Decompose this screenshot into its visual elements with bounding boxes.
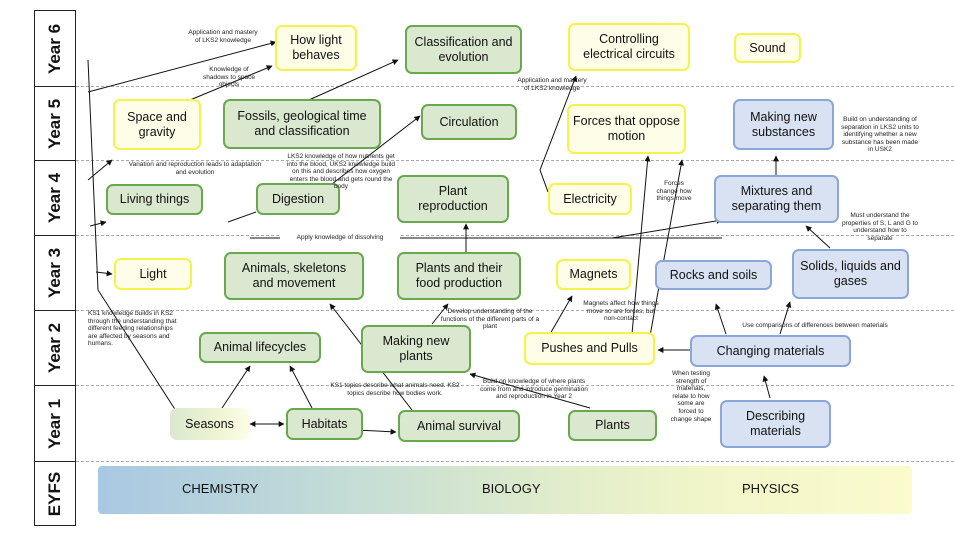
topic-animal-lifecycles: Animal lifecycles — [199, 332, 321, 363]
note-dissolving: Apply knowledge of dissolving — [280, 234, 400, 242]
note-variation: Variation and reproduction leads to adap… — [128, 161, 262, 176]
topic-sound: Sound — [734, 33, 801, 63]
arrow — [779, 301, 792, 335]
topic-space-gravity: Space and gravity — [113, 99, 201, 150]
eyfs-banner: CHEMISTRY BIOLOGY PHYSICS — [98, 466, 912, 514]
year-3-label: Year 3 — [35, 236, 75, 311]
banner-physics: PHYSICS — [742, 481, 800, 496]
topic-solids-liquids: Solids, liquids and gases — [792, 249, 909, 299]
arrow — [469, 372, 591, 409]
topic-animals-skeletons: Animals, skeletons and movement — [224, 252, 364, 300]
year-5-label: Year 5 — [35, 87, 75, 161]
arrow — [289, 365, 313, 409]
spine-line — [87, 59, 179, 415]
topic-making-substances: Making new substances — [733, 99, 834, 150]
arrow — [762, 375, 771, 399]
arrow — [299, 59, 399, 105]
arrow — [805, 225, 831, 249]
topic-controlling-circuits: Controlling electrical circuits — [568, 23, 690, 71]
note-magnets-forces: Magnets affect how things move so are fo… — [583, 300, 659, 323]
arrow — [89, 220, 107, 227]
arrow — [331, 115, 421, 185]
note-nutrients: LKS2 knowledge of how nutrients get into… — [286, 153, 396, 191]
arrow — [631, 155, 651, 335]
arrow — [714, 303, 727, 335]
arrow — [87, 159, 113, 181]
topic-electricity: Electricity — [548, 183, 632, 215]
topic-plants-food: Plants and their food production — [397, 252, 521, 300]
note-states: Must understand the properties of S, L a… — [842, 212, 918, 242]
arrow — [431, 303, 449, 325]
topic-rocks-soils: Rocks and soils — [655, 260, 772, 290]
topic-plants: Plants — [568, 410, 657, 441]
year-6-label: Year 6 — [35, 11, 75, 87]
topic-classification-evolution: Classification and evolution — [405, 25, 522, 74]
note-ks1-feeding: KS1 knowledge builds in KS2 through the … — [88, 310, 177, 348]
topic-animal-survival: Animal survival — [398, 410, 520, 442]
arrow — [549, 295, 573, 335]
topic-living-things: Living things — [106, 184, 203, 215]
banner-biology: BIOLOGY — [482, 481, 541, 496]
note-forces-change: Forces change how things move — [656, 180, 692, 203]
topic-light: Light — [114, 258, 192, 290]
year-column: Year 6 Year 5 Year 4 Year 3 Year 2 Year … — [34, 10, 76, 526]
year-1-label: Year 1 — [35, 386, 75, 462]
topic-circulation: Circulation — [421, 104, 517, 140]
arrow — [539, 75, 577, 193]
row-separator — [76, 86, 954, 87]
note-comparisons: Use comparisons of differences between m… — [742, 322, 888, 329]
note-ks1-topics: KS1 topics describe what animals need. K… — [330, 382, 460, 397]
row-separator — [76, 235, 954, 236]
note-testing: When testing strength of materials, rela… — [670, 370, 712, 423]
topic-describing-materials: Describing materials — [720, 400, 831, 448]
note-app-lks2-b: Application and mastery of LKS2 knowledg… — [517, 77, 587, 92]
topic-how-light-behaves: How light behaves — [275, 25, 357, 71]
row-separator — [76, 160, 954, 161]
topic-seasons: Seasons — [170, 408, 249, 440]
row-separator — [76, 461, 954, 462]
arrow — [227, 211, 257, 223]
topic-forces-motion: Forces that oppose motion — [567, 104, 686, 154]
note-germination: Build on knowledge of where plants come … — [480, 378, 588, 401]
row-separator — [76, 310, 954, 311]
topic-habitats: Habitats — [286, 408, 363, 440]
topic-pushes-pulls: Pushes and Pulls — [524, 332, 655, 365]
arrow — [87, 40, 277, 93]
arrow — [95, 270, 113, 277]
topic-fossils: Fossils, geological time and classificat… — [223, 99, 381, 149]
year-4-label: Year 4 — [35, 161, 75, 236]
topic-digestion: Digestion — [256, 183, 340, 215]
note-shadows: Knowledge of shadows to space objects — [202, 66, 256, 89]
arrow — [221, 365, 251, 409]
topic-mixtures: Mixtures and separating them — [714, 175, 839, 223]
year-2-label: Year 2 — [35, 311, 75, 386]
topic-making-plants: Making new plants — [361, 325, 471, 373]
topic-magnets: Magnets — [556, 259, 631, 290]
banner-chemistry: CHEMISTRY — [182, 481, 259, 496]
topic-changing-materials: Changing materials — [690, 335, 851, 367]
arrow — [649, 159, 684, 337]
note-separation: Build on understanding of separation in … — [841, 116, 919, 154]
topic-plant-reproduction: Plant reproduction — [397, 175, 509, 223]
note-app-lks2-a: Application and mastery of LKS2 knowledg… — [188, 29, 258, 44]
note-functions: Develop understanding of the functions o… — [440, 308, 540, 331]
row-separator — [76, 385, 954, 386]
arrow — [611, 217, 723, 239]
arrow — [189, 65, 273, 101]
